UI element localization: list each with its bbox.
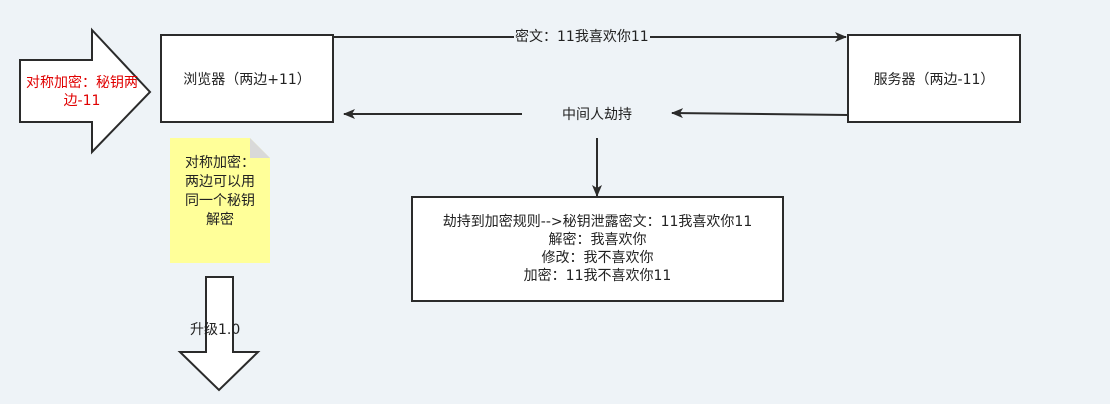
note-shape	[170, 138, 270, 263]
note-fold	[250, 138, 270, 158]
mitm-node: 中间人劫持	[562, 107, 632, 123]
browser-node: 浏览器（两边+11）	[160, 34, 334, 123]
result-line-3: 修改：我不喜欢你	[541, 250, 654, 266]
browser-label: 浏览器（两边+11）	[183, 71, 311, 88]
server-label: 服务器（两边-11）	[873, 71, 995, 88]
upgrade-label: 升级1.0	[190, 322, 241, 338]
upgrade-arrow-shape	[177, 276, 261, 392]
result-line-2: 解密：我喜欢你	[548, 232, 647, 248]
note-text: 对称加密：两边可以用同一个秘钥解密	[185, 155, 255, 228]
result-node: 劫持到加密规则-->秘钥泄露密文：11我喜欢你11 解密：我喜欢你 修改：我不喜…	[411, 196, 784, 302]
input-arrow-label: 对称加密：秘钥两边-11	[26, 75, 138, 109]
edge-server-to-mitm	[671, 108, 849, 119]
input-arrow-shape	[19, 27, 152, 155]
result-line-4: 加密：11我不喜欢你11	[523, 268, 672, 284]
server-node: 服务器（两边-11）	[847, 34, 1021, 123]
result-line-1: 劫持到加密规则-->秘钥泄露密文：11我喜欢你11	[442, 214, 753, 230]
edge-label-ciphertext: 密文：11我喜欢你11	[514, 28, 650, 47]
